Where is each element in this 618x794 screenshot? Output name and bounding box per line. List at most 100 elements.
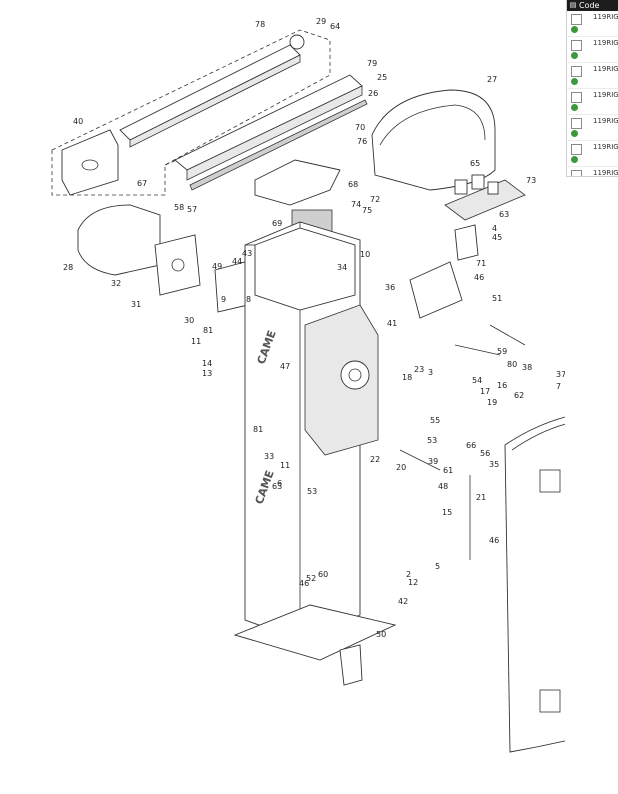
part-callout: 15 bbox=[442, 508, 452, 517]
part-callout: 69 bbox=[272, 219, 282, 228]
code-row[interactable]: 119RIG0 bbox=[567, 11, 618, 37]
part-callout: 54 bbox=[472, 376, 482, 385]
part-callout: 20 bbox=[396, 463, 406, 472]
part-callout: 19 bbox=[487, 398, 497, 407]
part-callout: 29 bbox=[316, 17, 326, 26]
part-callout: 3 bbox=[428, 368, 433, 377]
gear-motor bbox=[304, 304, 379, 456]
part-callout: 75 bbox=[362, 206, 372, 215]
part-code: 119RIG1 bbox=[593, 65, 618, 73]
mounting-plate bbox=[154, 234, 201, 296]
part-callout: 10 bbox=[360, 250, 370, 259]
part-callout: 7 bbox=[556, 382, 561, 391]
row-checkbox[interactable] bbox=[571, 144, 582, 155]
part-callout: 72 bbox=[370, 195, 380, 204]
part-callout: 14 bbox=[202, 359, 212, 368]
part-callout: 76 bbox=[357, 137, 367, 146]
part-callout: 2 bbox=[406, 570, 411, 579]
part-callout: 46 bbox=[474, 273, 484, 282]
cart-icon[interactable] bbox=[571, 52, 578, 59]
part-callout: 42 bbox=[398, 597, 408, 606]
part-callout: 46 bbox=[299, 579, 309, 588]
transformer-plate bbox=[254, 159, 341, 206]
part-callout: 18 bbox=[402, 373, 412, 382]
code-column-header: Code bbox=[579, 1, 600, 10]
part-callout: 43 bbox=[242, 249, 252, 258]
part-callout: 8 bbox=[246, 295, 251, 304]
part-callout: 68 bbox=[348, 180, 358, 189]
code-row[interactable]: 119RIG1 bbox=[567, 167, 618, 177]
code-row[interactable]: 119RIG1 bbox=[567, 115, 618, 141]
part-callout: 78 bbox=[255, 20, 265, 29]
part-callout: 22 bbox=[370, 455, 380, 464]
code-panel: ▤ Code 119RIG0 119RIG0 119RIG1 119RIG1 119RI… bbox=[566, 0, 618, 177]
part-callout: 44 bbox=[232, 257, 242, 266]
motor-plate bbox=[409, 261, 463, 319]
cart-icon[interactable] bbox=[571, 78, 578, 85]
part-code: 119RIG0 bbox=[593, 13, 618, 21]
part-callout: 66 bbox=[466, 441, 476, 450]
part-callout: 56 bbox=[480, 449, 490, 458]
part-callout: 63 bbox=[272, 482, 282, 491]
control-board bbox=[444, 174, 526, 221]
part-callout: 23 bbox=[414, 365, 424, 374]
part-callout: 48 bbox=[438, 482, 448, 491]
part-callout: 80 bbox=[507, 360, 517, 369]
boom-bracket bbox=[61, 129, 119, 196]
part-code: 119RIG1 bbox=[593, 117, 618, 125]
part-callout: 38 bbox=[522, 363, 532, 372]
part-callout: 4 bbox=[492, 224, 497, 233]
part-callout: 53 bbox=[307, 487, 317, 496]
part-callout: 51 bbox=[492, 294, 502, 303]
code-row[interactable]: 119RIG0 bbox=[567, 37, 618, 63]
part-callout: 5 bbox=[435, 562, 440, 571]
cart-icon[interactable] bbox=[571, 104, 578, 111]
row-checkbox[interactable] bbox=[571, 14, 582, 25]
part-callout: 57 bbox=[187, 205, 197, 214]
part-code: 119RIG1 bbox=[593, 169, 618, 177]
panel-header: ▤ Code bbox=[567, 0, 618, 11]
part-code: 119RIG1 bbox=[593, 143, 618, 151]
part-callout: 61 bbox=[443, 466, 453, 475]
part-callout: 73 bbox=[526, 176, 536, 185]
part-callout: 81 bbox=[253, 425, 263, 434]
part-callout: 59 bbox=[497, 347, 507, 356]
part-callout: 74 bbox=[351, 200, 361, 209]
code-row[interactable]: 119RIG1 bbox=[567, 89, 618, 115]
row-checkbox[interactable] bbox=[571, 170, 582, 176]
code-row[interactable]: 119RIG1 bbox=[567, 63, 618, 89]
part-callout: 81 bbox=[203, 326, 213, 335]
part-callout: 33 bbox=[264, 452, 274, 461]
row-checkbox[interactable] bbox=[571, 40, 582, 51]
part-callout: 63 bbox=[499, 210, 509, 219]
bracket-housing bbox=[77, 204, 161, 276]
part-callout: 13 bbox=[202, 369, 212, 378]
part-callout: 55 bbox=[430, 416, 440, 425]
part-callout: 36 bbox=[385, 283, 395, 292]
part-callout: 12 bbox=[408, 578, 418, 587]
part-callout: 79 bbox=[367, 59, 377, 68]
part-callout: 34 bbox=[337, 263, 347, 272]
row-checkbox[interactable] bbox=[571, 118, 582, 129]
base-plate bbox=[233, 604, 397, 661]
part-callout: 17 bbox=[480, 387, 490, 396]
table-icon: ▤ bbox=[569, 1, 577, 9]
part-callout: 49 bbox=[212, 262, 222, 271]
part-callout: 11 bbox=[280, 461, 290, 470]
cart-icon[interactable] bbox=[571, 130, 578, 137]
part-callout: 31 bbox=[131, 300, 141, 309]
row-checkbox[interactable] bbox=[571, 66, 582, 77]
part-callout: 11 bbox=[191, 337, 201, 346]
row-checkbox[interactable] bbox=[571, 92, 582, 103]
part-callout: 45 bbox=[492, 233, 502, 242]
part-callout: 52 bbox=[306, 574, 316, 583]
cart-icon[interactable] bbox=[571, 26, 578, 33]
anchor-bracket bbox=[339, 644, 363, 686]
cart-icon[interactable] bbox=[571, 156, 578, 163]
part-callout: 27 bbox=[487, 75, 497, 84]
code-row[interactable]: 119RIG1 bbox=[567, 141, 618, 167]
part-callout: 46 bbox=[489, 536, 499, 545]
part-callout: 41 bbox=[387, 319, 397, 328]
